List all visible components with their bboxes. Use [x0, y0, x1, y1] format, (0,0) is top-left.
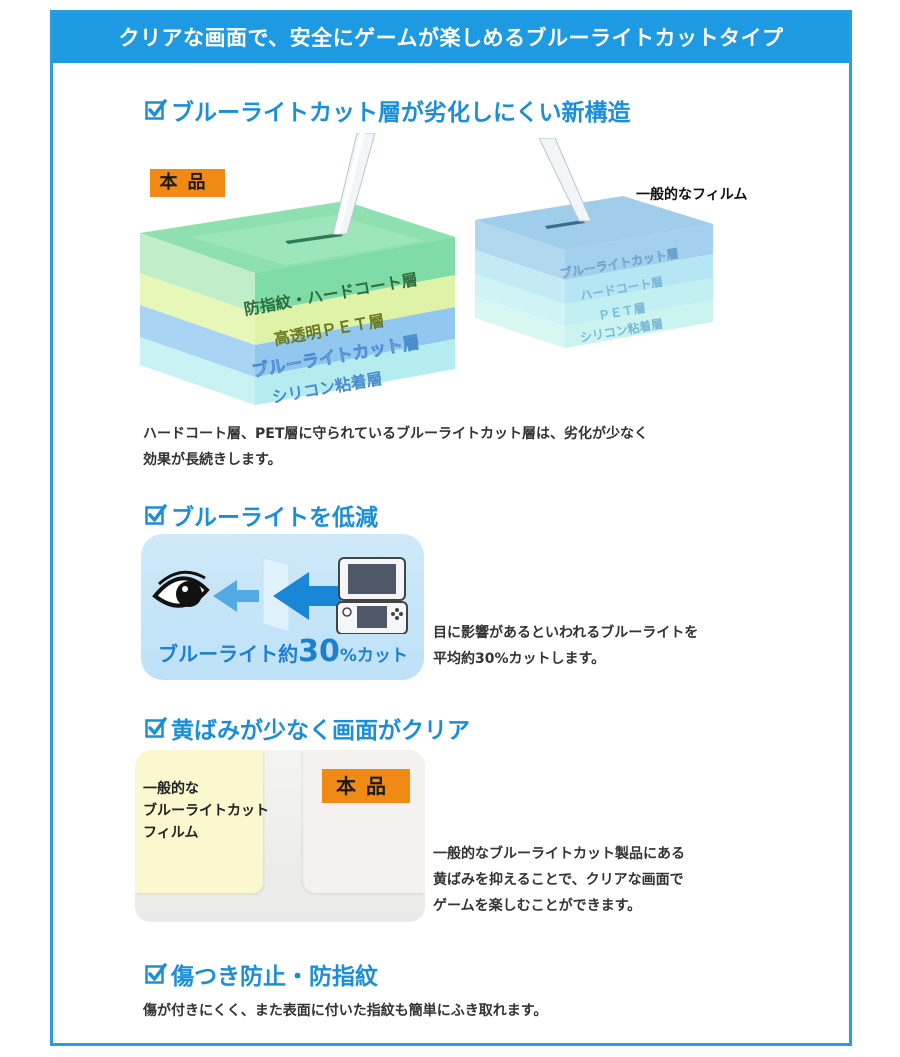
- general-film-sample: 一般的な ブルーライトカット フィルム: [135, 750, 269, 893]
- film-label-line-3: フィルム: [143, 825, 199, 841]
- section2-heading-text: ブルーライトを低減: [171, 505, 378, 531]
- eye-icon: [152, 570, 210, 608]
- section4-body-line: 傷が付きにくく、また表面に付いた指紋も簡単にふき取れます。: [143, 1003, 548, 1019]
- cut-rate-number: 30: [298, 634, 340, 669]
- film-comparison: 一般的な ブルーライトカット フィルム: [135, 750, 425, 922]
- game-console-icon: [336, 557, 408, 634]
- checkbox-check-icon: [145, 99, 167, 120]
- product-badge: 本品: [150, 169, 225, 197]
- arrow-left-icon: [213, 572, 341, 620]
- section3-body-line-3: ゲームを楽しむことができます。: [433, 898, 642, 914]
- film-label-line-2: ブルーライトカット: [143, 803, 269, 819]
- section3-body-line-2: 黄ばみを抑えることで、クリアな画面で: [433, 872, 684, 888]
- content-frame: クリアな画面で、安全にゲームが楽しめるブルーライトカットタイプ ブルーライトカッ…: [50, 10, 852, 1046]
- section1-heading-text: ブルーライトカット層が劣化しにくい新構造: [171, 100, 631, 126]
- section3-body-line-1: 一般的なブルーライトカット製品にある: [433, 846, 685, 862]
- cut-rate-prefix: ブルーライト約: [158, 642, 299, 666]
- section2-body-line-2: 平均約30%カットします。: [433, 651, 606, 667]
- cut-rate-text: ブルーライト約30%カット: [145, 634, 421, 669]
- section1-body-line-2: 効果が長続きします。: [143, 452, 282, 468]
- product-layer-diagram: 防指紋・ハードコート層 高透明ＰＥＴ層 ブルーライトカット層 シリコン粘着層: [140, 133, 455, 407]
- checkbox-check-icon: [145, 717, 167, 738]
- section4-heading-text: 傷つき防止・防指紋: [171, 964, 378, 990]
- section1-body-line-1: ハードコート層、PET層に守られているブルーライトカット層は、劣化が少なく: [143, 426, 648, 442]
- general-layer-diagram: ブルーライトカット層 ハードコート層 ＰＥＴ層 シリコン粘着層: [475, 138, 713, 348]
- section3-heading: 黄ばみが少なく画面がクリア: [145, 711, 470, 745]
- section2-heading: ブルーライトを低減: [145, 498, 378, 532]
- cut-rate-suffix: %カット: [339, 646, 408, 666]
- section4-heading: 傷つき防止・防指紋: [145, 957, 378, 991]
- section2-body: 目に影響があるといわれるブルーライトを 平均約30%カットします。: [433, 620, 698, 672]
- bluelight-illustration: ブルーライト約30%カット: [141, 534, 424, 680]
- product-sample-badge: 本品: [322, 769, 410, 803]
- section3-heading-text: 黄ばみが少なく画面がクリア: [171, 718, 470, 744]
- section1-body: ハードコート層、PET層に守られているブルーライトカット層は、劣化が少なく 効果…: [143, 421, 648, 473]
- page-banner: クリアな画面で、安全にゲームが楽しめるブルーライトカットタイプ: [53, 13, 849, 63]
- section4-body: 傷が付きにくく、また表面に付いた指紋も簡単にふき取れます。: [143, 998, 547, 1024]
- general-film-sample-label: 一般的な ブルーライトカット フィルム: [143, 778, 269, 844]
- general-film-label: 一般的なフィルム: [636, 187, 748, 203]
- checkbox-check-icon: [145, 504, 167, 525]
- film-label-line-1: 一般的な: [143, 781, 199, 797]
- checkbox-check-icon: [145, 963, 167, 984]
- section3-body: 一般的なブルーライトカット製品にある 黄ばみを抑えることで、クリアな画面で ゲー…: [433, 841, 685, 919]
- section2-body-line-1: 目に影響があるといわれるブルーライトを: [433, 625, 699, 641]
- section1-heading: ブルーライトカット層が劣化しにくい新構造: [145, 93, 631, 127]
